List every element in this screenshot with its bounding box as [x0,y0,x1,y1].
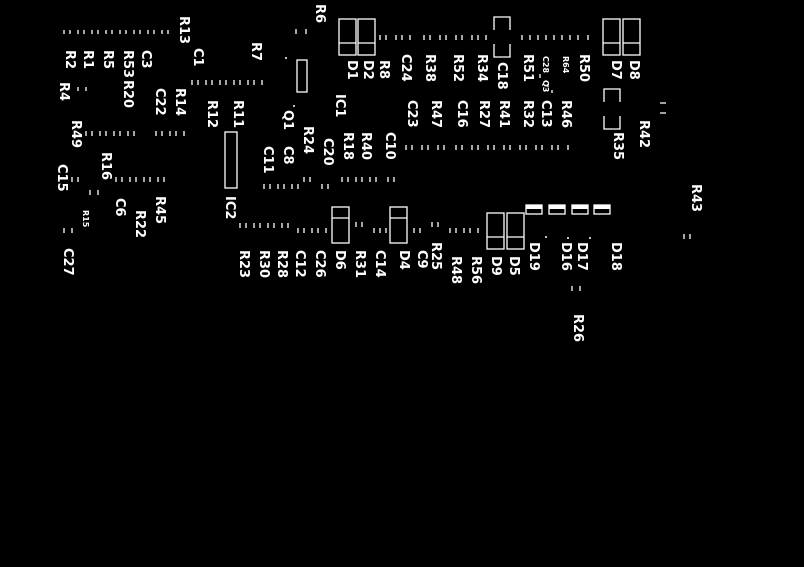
label-d19: D19 [526,242,541,271]
label-c12: C12 [292,250,307,278]
c18-bracket [493,16,511,58]
label-r45: R45 [152,196,167,225]
label-r28: R28 [274,250,289,279]
label-r16: R16 [98,152,113,181]
label-q3: Q3 [541,80,550,93]
label-r14: R14 [172,88,187,117]
label-r22: R22 [132,210,147,239]
label-c6: C6 [112,198,127,217]
diode-d2-outline [357,18,376,56]
ic1-body [296,59,308,93]
label-r53: R53 [120,50,135,79]
label-r25: R25 [428,242,443,271]
label-c10: C10 [382,132,397,160]
label-r35: R35 [610,132,625,161]
label-r31: R31 [352,250,367,279]
label-c15: C15 [54,164,69,192]
label-r5: R5 [100,50,115,70]
label-ic1: IC1 [332,94,347,118]
label-r50: R50 [576,54,591,83]
label-c23: C23 [404,100,419,128]
label-r38: R38 [422,54,437,83]
label-c24: C24 [398,54,413,82]
label-r43: R43 [688,184,703,213]
label-c8: C8 [280,146,295,165]
label-r51: R51 [520,54,535,83]
label-d17: D17 [574,242,589,271]
label-r6: R6 [312,4,327,24]
label-r15: R15 [81,210,90,228]
label-c11: C11 [260,146,275,174]
label-r7: R7 [248,42,263,62]
label-r24: R24 [300,126,315,155]
diode-d1-outline [338,18,357,56]
label-r13: R13 [176,16,191,45]
label-r4: R4 [56,82,71,102]
label-d1: D1 [344,60,359,80]
label-r56: R56 [468,256,483,285]
label-d4: D4 [396,250,411,270]
label-c28: C28 [541,56,550,74]
ic2-body [224,131,238,189]
r35-bracket [603,88,621,130]
diode-d9-outline [486,212,505,250]
led-row [525,204,611,215]
diode-d7-outline [602,18,621,56]
label-ic2: IC2 [222,196,237,220]
label-r11: R11 [230,100,245,129]
label-r26: R26 [570,314,585,343]
label-c18: C18 [494,62,509,90]
label-r27: R27 [476,100,491,129]
label-r42: R42 [636,120,651,149]
label-r20: R20 [120,80,135,109]
label-r40: R40 [358,132,373,161]
label-c14: C14 [372,250,387,278]
label-r23: R23 [236,250,251,279]
label-d5: D5 [506,256,521,276]
label-r64: R64 [561,56,570,74]
label-r49: R49 [68,120,83,149]
label-c9: C9 [414,250,429,269]
label-d6: D6 [332,250,347,270]
label-r18: R18 [340,132,355,161]
label-c27: C27 [60,248,75,276]
diode-d5-outline [506,212,525,250]
label-r30: R30 [256,250,271,279]
label-r41: R41 [496,100,511,129]
label-r12: R12 [204,100,219,129]
label-d8: D8 [626,60,641,80]
label-r47: R47 [428,100,443,129]
label-c22: C22 [152,88,167,116]
label-d7: D7 [608,60,623,80]
label-r1: R1 [80,50,95,70]
diode-d6-outline [331,206,350,244]
label-q1: Q1 [280,110,295,131]
label-c13: C13 [538,100,553,128]
label-c16: C16 [454,100,469,128]
label-r8: R8 [376,60,391,80]
label-d18: D18 [608,242,623,271]
label-r32: R32 [520,100,535,129]
label-r34: R34 [474,54,489,83]
label-r46: R46 [558,100,573,129]
label-r48: R48 [448,256,463,285]
polarity-dots [213,57,591,239]
label-c20: C20 [320,138,335,166]
label-c3: C3 [138,50,153,69]
label-r52: R52 [450,54,465,83]
label-c1: C1 [190,48,205,67]
label-d16: D16 [558,242,573,271]
label-r2: R2 [62,50,77,70]
diode-d8-outline [622,18,641,56]
diode-d4-outline [389,206,408,244]
label-d2: D2 [360,60,375,80]
label-c26: C26 [312,250,327,278]
pad-ticks [63,29,691,291]
label-d9: D9 [488,256,503,276]
